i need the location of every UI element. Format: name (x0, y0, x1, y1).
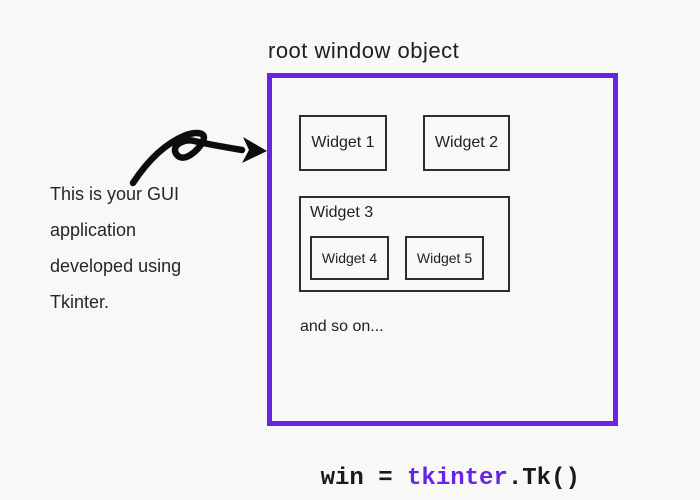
annotation-line: application (50, 220, 137, 240)
widget-box-4: Widget 4 (310, 236, 389, 280)
annotation-line: This is your GUI (50, 184, 180, 204)
widget-box-3: Widget 3 Widget 4 Widget 5 (299, 196, 510, 292)
widget-box-2: Widget 2 (423, 115, 510, 171)
annotation-line: Tkinter. (50, 292, 110, 312)
widget-5-label: Widget 5 (416, 250, 473, 266)
widget-3-label: Widget 3 (310, 204, 374, 221)
code-suffix: .Tk() (507, 465, 580, 492)
code-line: win = tkinter.Tk() (263, 438, 580, 500)
widget-4-label: Widget 4 (321, 250, 378, 266)
code-module: tkinter (407, 465, 508, 492)
widget-1-label: Widget 1 (311, 134, 375, 151)
code-prefix: win = (320, 465, 408, 492)
widget-box-1: Widget 1 (299, 115, 387, 171)
widget-2-label: Widget 2 (434, 134, 499, 151)
curved-arrow-icon (129, 129, 267, 187)
annotation-line: developed using (50, 256, 182, 276)
root-window-box: Widget 1 Widget 2 Widget 3 Widget 4 Widg… (267, 73, 618, 426)
root-window-title: root window object (268, 38, 460, 63)
annotation-text: This is your GUI application developed u… (50, 176, 181, 320)
and-so-on-text: and so on... (300, 318, 384, 335)
widget-box-5: Widget 5 (405, 236, 484, 280)
